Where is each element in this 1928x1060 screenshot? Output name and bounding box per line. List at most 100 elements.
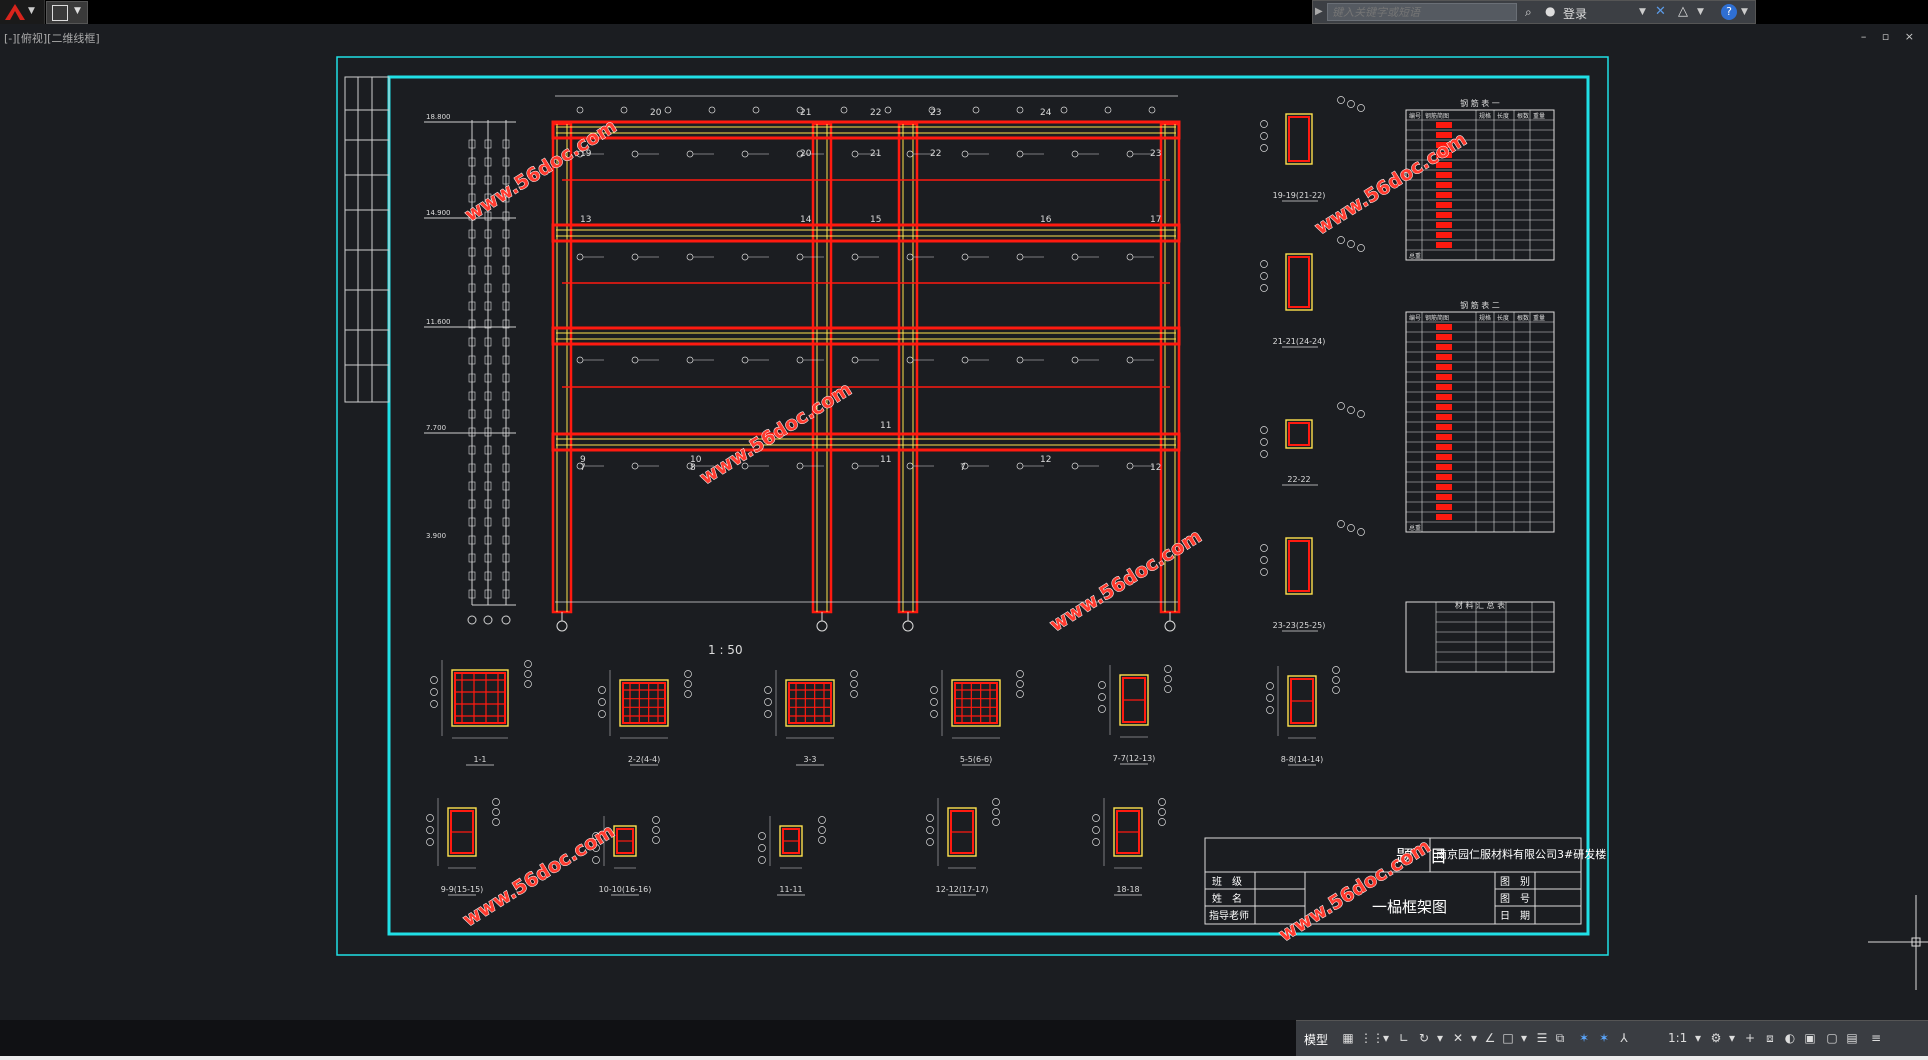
quick-access-button[interactable]: ▼: [46, 1, 88, 24]
beam-label: 9: [580, 455, 586, 465]
section-callout: [1092, 814, 1100, 822]
section-callout: [1098, 693, 1106, 701]
binoculars-icon[interactable]: ⌕: [1525, 5, 1532, 19]
chevron-down-icon[interactable]: ▾: [1470, 1031, 1478, 1045]
rebar-shape-mark: [1436, 494, 1452, 500]
isodraft-icon[interactable]: ✕: [1452, 1031, 1464, 1045]
stay-connected-icon[interactable]: △: [1678, 4, 1688, 19]
dimension-tick: [484, 247, 492, 257]
section-stirrup: [1288, 540, 1310, 592]
dimension-tick: [502, 139, 510, 149]
title-project-label: 题 目: [1396, 847, 1447, 867]
chevron-down-icon[interactable]: ▾: [1694, 1031, 1702, 1045]
annotation-scale-value[interactable]: 1:1: [1668, 1031, 1688, 1045]
clean-screen-icon[interactable]: ▣: [1804, 1031, 1816, 1045]
rebar-callout: [1148, 106, 1156, 114]
beam-label: 16: [1040, 215, 1052, 225]
dimension-tick: [484, 499, 492, 509]
rebar-callout: [851, 150, 859, 158]
search-input[interactable]: [1327, 3, 1517, 21]
annotation-scale-icon[interactable]: ⅄: [1620, 1031, 1628, 1045]
table-header: 重量: [1533, 314, 1545, 322]
login-button[interactable]: 登录: [1563, 7, 1588, 21]
dimension-tick: [484, 535, 492, 545]
dimension-tick: [468, 553, 476, 563]
polar-icon[interactable]: ↻: [1418, 1031, 1430, 1045]
section-callout: [1266, 682, 1274, 690]
model-layout-icon[interactable]: ▤: [1846, 1031, 1858, 1045]
window-controls[interactable]: – ▫ ×: [1860, 30, 1920, 43]
dimension-tick: [484, 157, 492, 167]
gear-icon[interactable]: ⚙: [1710, 1031, 1722, 1045]
section-callout: [652, 836, 660, 844]
lineweight-icon[interactable]: ☰: [1536, 1031, 1548, 1045]
grid-icon[interactable]: ▦: [1342, 1031, 1354, 1045]
osnap-angle-icon[interactable]: ∠: [1484, 1031, 1496, 1045]
fullscreen-icon[interactable]: ▢: [1826, 1031, 1838, 1045]
section-callout: [1266, 694, 1274, 702]
chevron-down-icon[interactable]: ▾: [1728, 1031, 1736, 1045]
exchange-icon[interactable]: ✕: [1655, 4, 1666, 19]
ortho-icon[interactable]: ∟: [1398, 1031, 1410, 1045]
rebar-callout: [961, 253, 969, 261]
section-callout: [1098, 681, 1106, 689]
rebar-callout: [686, 253, 694, 261]
rebar-shape-mark: [1436, 192, 1452, 198]
rebar-shape-mark: [1436, 404, 1452, 410]
dimension-tick: [468, 157, 476, 167]
dimension-tick: [484, 409, 492, 419]
chevron-down-icon[interactable]: ▾: [1382, 1031, 1390, 1045]
section-callout: [1260, 284, 1268, 292]
section-callout: [598, 698, 606, 706]
hardware-acceleration-icon[interactable]: ◐: [1784, 1031, 1796, 1045]
menu-icon[interactable]: ≡: [1870, 1031, 1882, 1045]
section-label: 2-2(4-4): [628, 755, 660, 764]
rebar-shape-mark: [1436, 464, 1452, 470]
chevron-down-icon[interactable]: ▼: [1741, 7, 1748, 17]
dimension-tick: [484, 481, 492, 491]
status-tray: 模型 ▦ ⋮⋮ ▾ ∟ ↻ ▾ ✕ ▾ ∠ □ ▾ ☰ ⧉ ✶ ✶ ⅄ 1:1 …: [1296, 1020, 1928, 1057]
rebar-callout: [961, 150, 969, 158]
table-total-label: 总重: [1409, 524, 1421, 532]
rebar-shape-mark: [1436, 504, 1452, 510]
annotation-visibility-icon[interactable]: ✶: [1578, 1031, 1590, 1045]
section-label: 12-12(17-17): [936, 885, 989, 894]
dimension-tick: [502, 589, 510, 599]
chevron-down-icon[interactable]: ▾: [1436, 1031, 1444, 1045]
section-stirrup: [454, 672, 506, 724]
dimension-tick: [484, 211, 492, 221]
section-stirrup: [1288, 256, 1310, 308]
section-outline: [613, 825, 637, 857]
isolate-icon[interactable]: ⧈: [1766, 1031, 1774, 1045]
rebar-callout: [1071, 356, 1079, 364]
dimension-tick: [468, 589, 476, 599]
viewport-label[interactable]: [-][俯视][二维线框]: [4, 32, 100, 45]
snap-icon[interactable]: ⋮⋮: [1360, 1031, 1384, 1045]
beam-label: 17: [1150, 215, 1161, 225]
table-header: 长度: [1497, 314, 1509, 322]
expand-arrow-icon[interactable]: ▶: [1315, 6, 1323, 17]
dimension-tick: [468, 517, 476, 527]
chevron-down-icon[interactable]: ▾: [1520, 1031, 1528, 1045]
chevron-down-icon[interactable]: ▼: [1697, 7, 1704, 17]
section-callout: [1260, 272, 1268, 280]
object-snap-icon[interactable]: □: [1502, 1031, 1514, 1045]
help-button[interactable]: ?: [1721, 4, 1737, 20]
auto-scale-icon[interactable]: ✶: [1598, 1031, 1610, 1045]
dimension-tick: [468, 229, 476, 239]
model-space-button[interactable]: 模型: [1304, 1033, 1329, 1047]
transparency-icon[interactable]: ⧉: [1555, 1031, 1565, 1045]
right-section-details: 19-19(21-22)21-21(24-24)22-2223-23(25-25…: [1260, 96, 1365, 632]
dimension-tick: [484, 301, 492, 311]
chevron-down-icon[interactable]: ▼: [1639, 7, 1646, 17]
rebar-shape-mark: [1436, 414, 1452, 420]
rebar-shape-mark: [1436, 152, 1452, 158]
rebar-callout: [840, 106, 848, 114]
dimension-tick: [502, 409, 510, 419]
app-menu-button[interactable]: ▼: [0, 0, 45, 24]
section-callout: [764, 710, 772, 718]
plus-icon[interactable]: +: [1744, 1031, 1756, 1045]
rebar-callout: [851, 462, 859, 470]
